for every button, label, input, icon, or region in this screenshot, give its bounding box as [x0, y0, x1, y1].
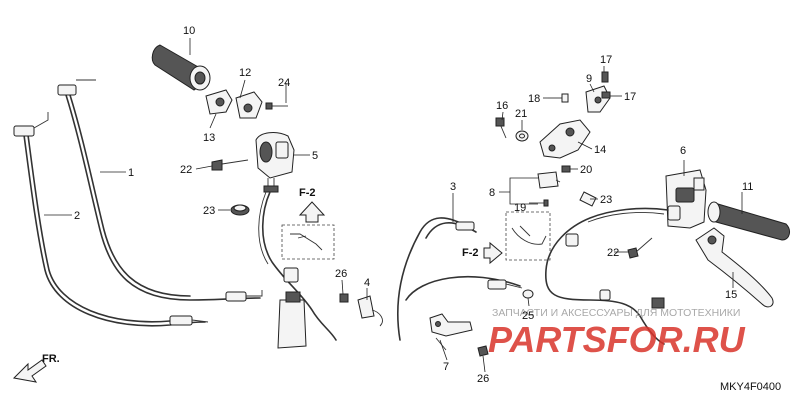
watermark-brand: PARTSFOR.RU — [488, 319, 746, 360]
callout-11: 11 — [742, 181, 753, 193]
clip-26-left — [339, 293, 349, 303]
bolt-16 — [495, 117, 507, 139]
callout-13: 13 — [203, 132, 215, 144]
callout-17-right: 17 — [624, 91, 636, 103]
callout-18: 18 — [528, 93, 540, 105]
callout-17-top: 17 — [600, 54, 612, 66]
clip-26-bottom — [477, 345, 489, 357]
cable-bracket-7 — [429, 313, 473, 351]
callout-23-left: 23 — [203, 205, 215, 217]
washer-21 — [515, 130, 529, 142]
throttle-cable-2 — [13, 112, 209, 327]
callout-numbers: 1 2 3 4 5 6 7 8 9 10 11 12 13 14 15 16 1… — [74, 25, 753, 385]
callout-4: 4 — [364, 277, 370, 289]
right-switch-5 — [255, 132, 295, 193]
callout-15: 15 — [725, 289, 737, 301]
screw-24 — [265, 102, 288, 110]
callout-16: 16 — [496, 100, 508, 112]
callout-7: 7 — [443, 361, 449, 373]
cable-clip-4 — [357, 295, 383, 327]
callout-22-left: 22 — [180, 164, 192, 176]
screw-19 — [543, 199, 549, 207]
view-label-f2-left: F-2 — [299, 187, 316, 199]
left-switch-harness — [545, 207, 669, 345]
right-switch-harness — [258, 191, 337, 349]
left-switch-6 — [665, 169, 707, 229]
callout-14: 14 — [594, 144, 606, 156]
callout-22-right: 22 — [607, 247, 619, 259]
leader-lines — [44, 38, 743, 373]
clamp-23-right — [579, 191, 597, 207]
callout-26-left: 26 — [335, 268, 347, 280]
screw-18 — [548, 93, 569, 103]
screw-17-top — [601, 71, 609, 83]
nut-25 — [522, 289, 534, 299]
front-direction-arrow: FR. — [12, 353, 60, 383]
callout-10: 10 — [183, 25, 195, 37]
callout-2: 2 — [74, 210, 80, 222]
callout-23-right: 23 — [600, 194, 612, 206]
throttle-grip — [151, 44, 211, 91]
clutch-cable-3 — [397, 217, 523, 341]
callout-12: 12 — [239, 67, 251, 79]
throttle-cable-1 — [57, 79, 263, 302]
callout-1: 1 — [128, 167, 134, 179]
throttle-housing — [205, 89, 263, 119]
callout-5: 5 — [312, 150, 318, 162]
watermark-text: ЗАПЧАСТИ И АКСЕССУАРЫ ДЛЯ МОТОТЕХНИКИ — [492, 307, 740, 319]
lever-holder-14 — [539, 119, 591, 159]
callout-24: 24 — [278, 77, 290, 89]
view-ref-f2-left — [281, 201, 335, 260]
bolt-22-right — [627, 237, 653, 259]
screw-17-right — [601, 91, 611, 99]
left-grip-11 — [707, 201, 790, 241]
callout-26-bottom: 26 — [477, 373, 489, 385]
view-label-f2-right: F-2 — [462, 247, 479, 259]
view-ref-f2-right — [483, 211, 551, 265]
bracket-9 — [585, 85, 611, 113]
callout-8: 8 — [489, 187, 495, 199]
diagram-code: MKY4F0400 — [720, 381, 781, 393]
clamp-23-left — [230, 204, 250, 216]
direction-label: FR. — [42, 353, 60, 365]
clutch-switch-8 — [537, 171, 561, 189]
callout-9: 9 — [586, 73, 592, 85]
callout-6: 6 — [680, 145, 686, 157]
bolt-22-left — [211, 159, 249, 171]
callout-20: 20 — [580, 164, 592, 176]
grommet-20 — [561, 165, 571, 173]
callout-21: 21 — [515, 108, 527, 120]
callout-3: 3 — [450, 181, 456, 193]
clutch-lever-15 — [695, 227, 774, 308]
callout-25: 25 — [522, 310, 534, 322]
watermark: ЗАПЧАСТИ И АКСЕССУАРЫ ДЛЯ МОТОТЕХНИКИ PA… — [488, 307, 746, 360]
callout-19: 19 — [514, 202, 526, 214]
